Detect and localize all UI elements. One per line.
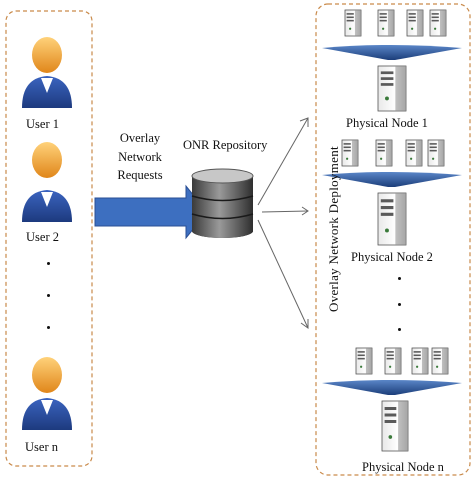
server-icon bbox=[427, 139, 445, 167]
node-ellipsis-dot bbox=[398, 303, 401, 306]
requests-line-2: Network bbox=[118, 150, 162, 164]
user-2-label: User 2 bbox=[26, 230, 59, 244]
requests-line-1: Overlay bbox=[119, 131, 161, 145]
server-icon bbox=[355, 347, 373, 375]
node-ellipsis-dot bbox=[398, 277, 401, 280]
node-2-label: Physical Node 2 bbox=[351, 250, 433, 264]
server-icon bbox=[375, 139, 393, 167]
server-icon bbox=[377, 9, 395, 37]
user-2-icon bbox=[22, 142, 72, 222]
server-icon bbox=[406, 9, 424, 37]
funnel-1 bbox=[322, 45, 462, 60]
user-1-icon bbox=[22, 37, 72, 108]
user-1-label: User 1 bbox=[26, 117, 59, 131]
user-n-icon bbox=[22, 357, 72, 430]
ellipsis-dot bbox=[47, 326, 50, 329]
server-icon bbox=[384, 347, 402, 375]
node-ellipsis-dot bbox=[398, 328, 401, 331]
repository-label: ONR Repository bbox=[183, 138, 268, 152]
server-icon bbox=[341, 139, 359, 167]
server-icon bbox=[344, 9, 362, 37]
request-arrow bbox=[94, 184, 208, 240]
deployment-arrows bbox=[257, 117, 309, 329]
repository-database-icon bbox=[191, 168, 254, 238]
nodes-container bbox=[315, 3, 471, 476]
node-n-label: Physical Node n bbox=[362, 460, 444, 474]
physical-node-1-server-icon bbox=[377, 65, 407, 112]
requests-line-3: Requests bbox=[117, 168, 163, 182]
server-icon bbox=[411, 347, 429, 375]
server-icon bbox=[429, 9, 447, 37]
ellipsis-dot bbox=[47, 294, 50, 297]
funnel-2 bbox=[322, 172, 462, 187]
user-n-label: User n bbox=[25, 440, 58, 454]
server-icon bbox=[405, 139, 423, 167]
funnel-n bbox=[322, 380, 462, 395]
physical-node-2-server-icon bbox=[377, 192, 407, 246]
server-icon bbox=[431, 347, 449, 375]
node-1-label: Physical Node 1 bbox=[346, 116, 428, 130]
deployment-label: Overlay Network Deployment bbox=[326, 146, 341, 312]
physical-node-n-server-icon bbox=[381, 400, 409, 452]
ellipsis-dot bbox=[47, 262, 50, 265]
